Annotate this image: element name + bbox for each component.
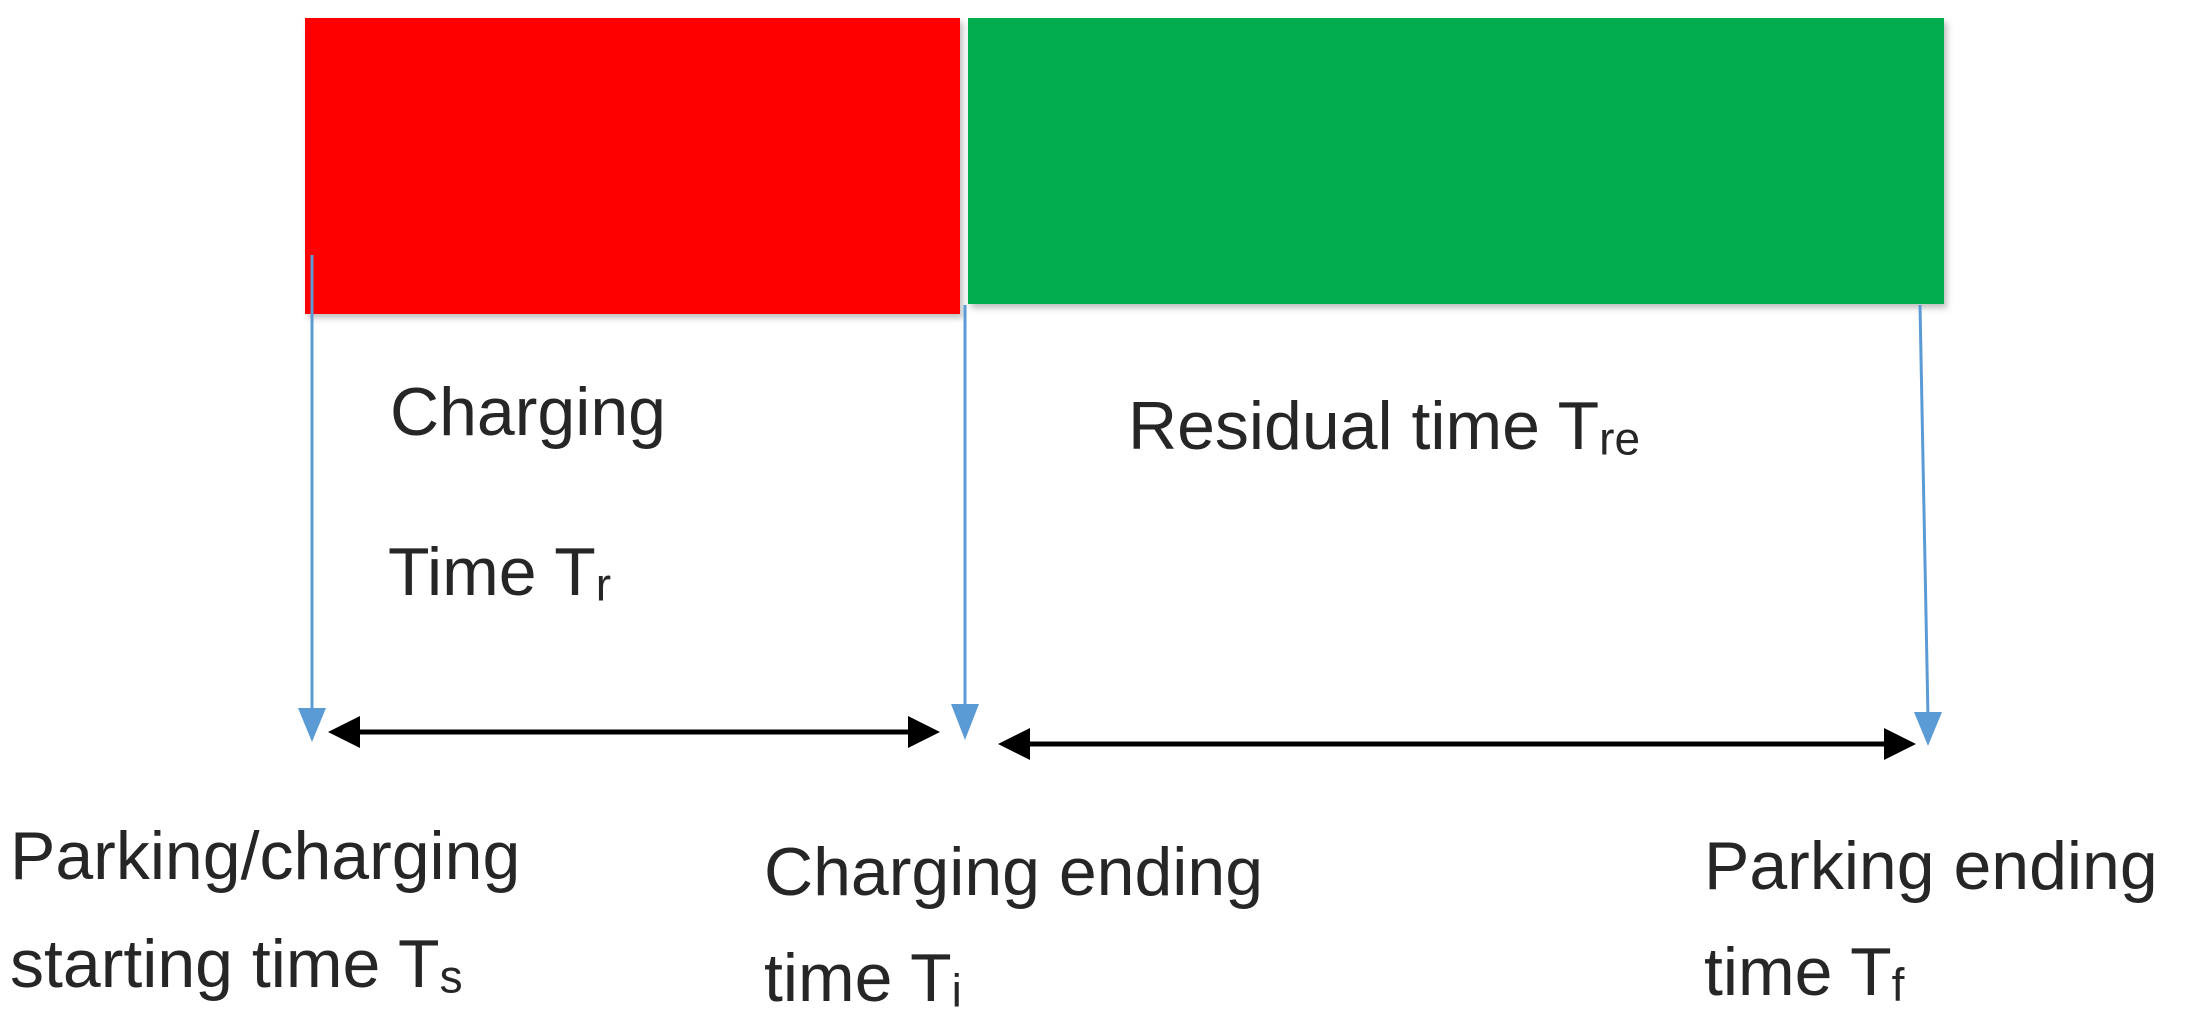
start-time-label-line2: starting time Ts bbox=[10, 926, 463, 1003]
start-time-label-line1: Parking/charging bbox=[10, 818, 521, 894]
span-arrow-residual bbox=[998, 728, 1916, 760]
charge-end-time-label-line1: Charging ending bbox=[764, 834, 1264, 910]
park-end-time-label-line1: Parking ending bbox=[1704, 828, 2158, 904]
marker-arrow-start bbox=[298, 255, 326, 742]
residual-time-bar bbox=[968, 18, 1944, 304]
charging-time-label-line2: Time Tr bbox=[388, 534, 612, 611]
marker-arrow-charge-end bbox=[951, 305, 979, 740]
marker-arrow-park-end bbox=[1914, 304, 1942, 746]
charging-time-bar bbox=[305, 18, 960, 314]
charging-time-label-line1: Charging bbox=[390, 374, 666, 450]
charge-end-time-label-line2: time Ti bbox=[764, 940, 962, 1017]
park-end-time-label-line2: time Tf bbox=[1704, 934, 1905, 1011]
residual-time-label: Residual time Tre bbox=[1128, 388, 1641, 465]
span-arrow-charging bbox=[328, 716, 940, 748]
